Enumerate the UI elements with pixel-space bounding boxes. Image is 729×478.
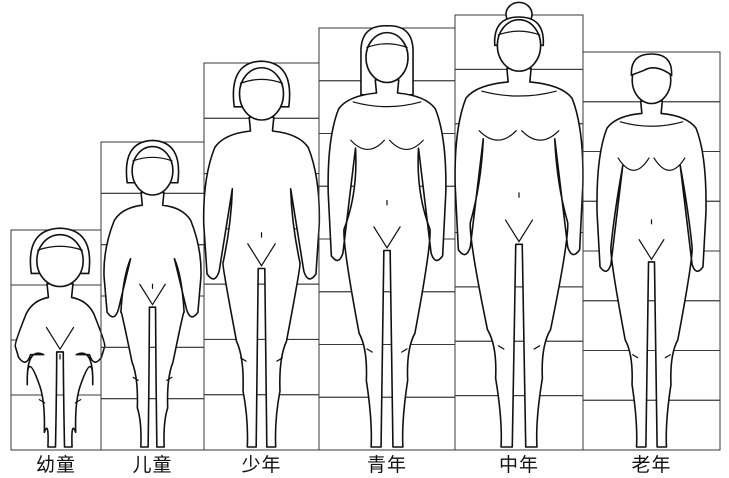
figure-body [204, 117, 320, 447]
stage-label-teen: 少年 [204, 452, 319, 478]
stage-panel-middle-age [455, 2, 583, 450]
figure-head [240, 68, 284, 120]
head-unit-row [319, 345, 455, 398]
head-unit-row [583, 400, 720, 450]
figure-body [597, 101, 706, 447]
figure-body [455, 68, 583, 447]
figure-body [328, 80, 446, 447]
head-unit-row [319, 292, 455, 345]
head-unit-row [455, 341, 583, 395]
figure-head [37, 235, 83, 287]
head-unit-row [101, 399, 204, 450]
head-unit-row [455, 287, 583, 341]
head-unit-row [101, 347, 204, 398]
stage-panel-youth [319, 26, 455, 450]
stage-panel-teen [204, 61, 320, 450]
head-unit-row [583, 301, 720, 351]
stage-label-toddler: 幼童 [11, 452, 101, 478]
head-unit-row [455, 396, 583, 450]
stage-label-child: 儿童 [101, 452, 204, 478]
body-proportion-diagram [0, 0, 729, 452]
head-unit-row [204, 395, 319, 450]
head-unit-row [204, 339, 319, 394]
stage-label-middle-age: 中年 [455, 452, 583, 478]
stage-panel-elderly [583, 52, 720, 450]
figure-head [497, 20, 540, 71]
head-unit-row [583, 351, 720, 401]
stage-label-youth: 青年 [319, 452, 455, 478]
figure-head [366, 33, 408, 83]
figure-head [132, 147, 173, 195]
head-unit-row [319, 397, 455, 450]
figure-body [104, 192, 201, 447]
figure-body [15, 284, 105, 447]
head-unit-row [204, 284, 319, 339]
stage-panel-child [101, 140, 204, 450]
stage-label-elderly: 老年 [583, 452, 720, 478]
stage-panel-toddler [11, 228, 105, 450]
